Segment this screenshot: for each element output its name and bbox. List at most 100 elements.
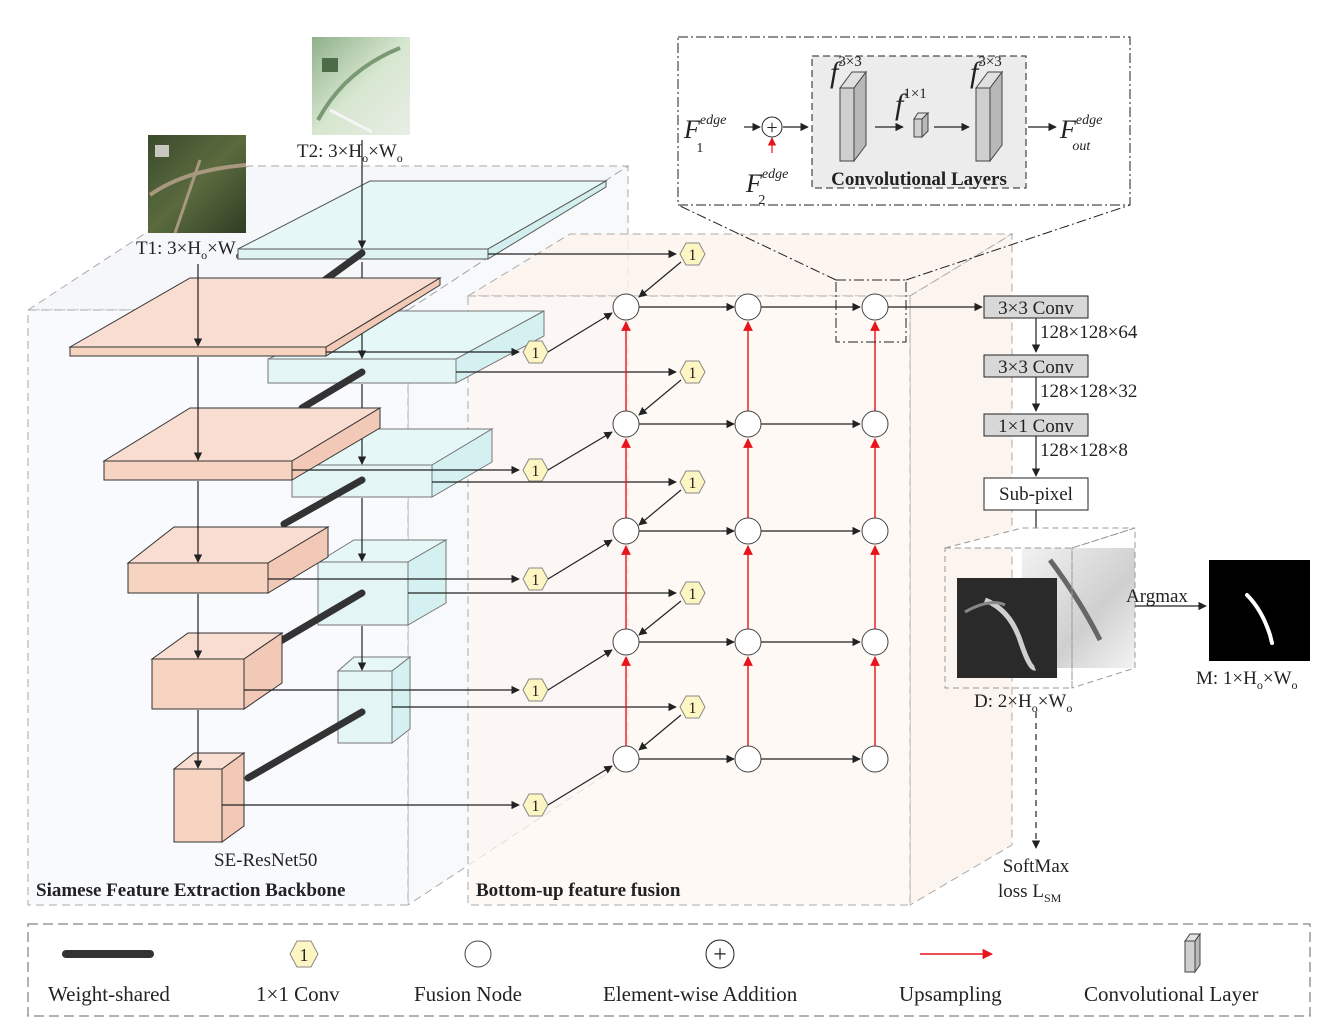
conv-3x3-block-a (839, 70, 867, 163)
svg-text:1: 1 (689, 475, 697, 492)
svg-text:1: 1 (532, 345, 540, 362)
conv-1x1-block (913, 111, 930, 139)
conv1-label: 3×3 Conv (998, 298, 1074, 319)
svg-text:1: 1 (689, 586, 697, 603)
legend-fusion-node-label: Fusion Node (414, 982, 522, 1006)
fusion-nodes (612, 293, 889, 773)
svg-text:1: 1 (532, 463, 540, 480)
legend-conv1x1-label: 1×1 Conv (256, 982, 340, 1006)
conv-to-node-arrows (547, 261, 682, 806)
upsampling-arrows (621, 321, 880, 746)
prediction-head: 3×3 Conv 128×128×64 3×3 Conv 128×128×32 … (888, 295, 1310, 905)
t2-label: T2: 3×Ho×Wo (297, 141, 403, 165)
conv1x1-badge: 1 (522, 567, 549, 591)
t2-stage-5 (336, 655, 412, 745)
legend-conv-badge: 1 (300, 945, 309, 965)
conv1x1-badge: 1 (679, 360, 706, 384)
legend-weight-shared: Weight-shared (48, 950, 170, 1006)
conv-layers-title: Convolutional Layers (831, 169, 1007, 190)
conv1x1-badge: 1 (679, 242, 706, 266)
zoom-indicator (677, 204, 1131, 343)
t1-label: T1: 3×Ho×Wo (136, 238, 242, 262)
t1-stage-2 (102, 407, 382, 481)
legend-conv-layer-label: Convolutional Layer (1084, 982, 1258, 1006)
conv3-dim: 128×128×8 (1040, 440, 1128, 461)
fusion-node (734, 628, 762, 656)
fusion-node (861, 745, 889, 773)
fusion-node (612, 517, 640, 545)
legend-weight-shared-label: Weight-shared (48, 982, 170, 1006)
legend-fusion-node: Fusion Node (414, 940, 522, 1006)
conv2-dim: 128×128×32 (1040, 381, 1137, 402)
legend-upsampling-label: Upsampling (899, 982, 1002, 1006)
fusion-node (612, 293, 640, 321)
conv3-label: 1×1 Conv (998, 416, 1074, 437)
subpixel-label: Sub-pixel (999, 484, 1073, 505)
addition-symbol: + (766, 117, 777, 139)
m-output-mask (1209, 560, 1310, 661)
fusion-node (734, 410, 762, 438)
backbone-model-name: SE-ResNet50 (214, 850, 317, 871)
conv1x1-badge: 1 (679, 581, 706, 605)
node-horizontal-arrows (639, 302, 861, 764)
legend: Weight-shared 1 1×1 Conv Fusion Node + E… (27, 923, 1311, 1017)
t1-input-image (148, 135, 247, 234)
conv1x1-badges: 1 1 1 1 1 1 1 1 1 1 (522, 242, 706, 817)
t2-stage-4 (316, 539, 448, 626)
addition-icon (761, 116, 783, 138)
svg-text:1: 1 (532, 572, 540, 589)
lateral-connections (222, 249, 677, 810)
hexagon-icon (289, 940, 319, 968)
conv1x1-badge: 1 (679, 695, 706, 719)
svg-text:1: 1 (532, 683, 540, 700)
legend-addition: + Element-wise Addition (603, 939, 798, 1006)
legend-conv-layer: Convolutional Layer (1084, 932, 1258, 1006)
legend-addition-label: Element-wise Addition (603, 982, 798, 1006)
fusion-node (612, 410, 640, 438)
conv-layer-icon (1184, 932, 1201, 974)
plus-circle-icon (705, 939, 735, 969)
conv1x1-badge: 1 (679, 470, 706, 494)
fusion-title: Bottom-up feature fusion (476, 880, 681, 901)
d-label: D: 2×Ho×Wo (974, 691, 1072, 715)
svg-text:1: 1 (689, 365, 697, 382)
svg-text:1: 1 (689, 700, 697, 717)
d-output-volume (944, 527, 1136, 689)
circle-icon (464, 940, 492, 968)
conv1x1-badge: 1 (522, 340, 549, 364)
conv1x1-badge: 1 (522, 458, 549, 482)
fusion-node (734, 293, 762, 321)
fusion-node (612, 628, 640, 656)
fusion-node (734, 745, 762, 773)
conv1x1-badge: 1 (522, 678, 549, 702)
fusion-node (861, 517, 889, 545)
fusion-node (612, 745, 640, 773)
legend-plus-symbol: + (713, 942, 727, 968)
argmax-label: Argmax (1126, 586, 1188, 607)
conv1-dim: 128×128×64 (1040, 322, 1138, 343)
fusion-node (861, 628, 889, 656)
conv1x1-badge: 1 (522, 793, 549, 817)
svg-text:1: 1 (689, 247, 697, 264)
loss-line2: loss LSM (998, 881, 1062, 905)
legend-upsampling: Upsampling (899, 948, 1002, 1006)
loss-line1: SoftMax (1003, 856, 1070, 877)
conv2-label: 3×3 Conv (998, 357, 1074, 378)
fusion-node (734, 517, 762, 545)
subpixel-box (983, 477, 1089, 511)
m-label: M: 1×Ho×Wo (1196, 668, 1298, 692)
conv-3x3-block-c (975, 70, 1003, 163)
svg-text:1: 1 (532, 798, 540, 815)
t2-input-image (312, 37, 410, 135)
fusion-node (861, 293, 889, 321)
fusion-node (861, 410, 889, 438)
backbone-title: Siamese Feature Extraction Backbone (36, 880, 345, 901)
t1-stage-5 (172, 752, 246, 843)
t1-stage-3 (126, 526, 330, 594)
legend-conv1x1: 1 1×1 Conv (256, 940, 340, 1006)
